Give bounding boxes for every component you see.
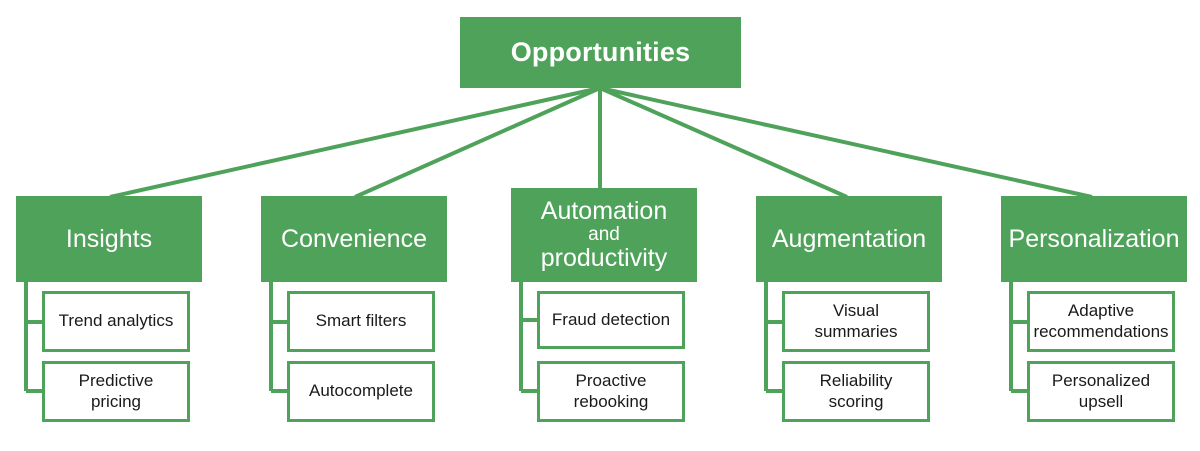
branch-node-convenience[interactable]: Convenience (261, 196, 447, 282)
leaf-node-proactive-rebooking[interactable]: Proactive rebooking (537, 361, 685, 422)
branch-node-personalization-label: Personalization (1008, 224, 1180, 253)
connector-root-to-insights (109, 86, 601, 199)
leaf-node-predictive-pricing[interactable]: Predictive pricing (42, 361, 190, 422)
leaf-node-trend-analytics-label: Trend analytics (58, 311, 174, 331)
leaf-node-adaptive-recommendations-label: Adaptive recommendations (1033, 301, 1169, 341)
leaf-node-visual-summaries-label: Visual summaries (814, 301, 898, 341)
leaf-node-proactive-rebooking-label: Proactive rebooking (573, 371, 649, 411)
root-node-opportunities[interactable]: Opportunities (460, 17, 741, 88)
branch-node-insights-label: Insights (65, 224, 153, 253)
leaf-node-fraud-detection[interactable]: Fraud detection (537, 291, 685, 349)
leaf-node-fraud-detection-label: Fraud detection (551, 309, 671, 329)
leaf-node-smart-filters-label: Smart filters (315, 311, 407, 331)
branch-node-augmentation[interactable]: Augmentation (756, 196, 942, 282)
connector-root-to-convenience (354, 86, 601, 199)
leaf-node-personalized-upsell[interactable]: Personalized upsell (1027, 361, 1175, 422)
leaf-node-personalized-upsell-label: Personalized upsell (1051, 371, 1151, 411)
leaf-node-visual-summaries[interactable]: Visual summaries (782, 291, 930, 352)
branch-node-augmentation-label: Augmentation (771, 224, 927, 253)
connector-root-to-personalization (599, 86, 1093, 199)
connector-root-to-augmentation (599, 86, 848, 199)
branch-node-automation-and-productivity-label: Automation and productivity (540, 197, 668, 273)
branch-node-personalization[interactable]: Personalization (1001, 196, 1187, 282)
leaf-node-autocomplete[interactable]: Autocomplete (287, 361, 435, 422)
leaf-node-reliability-scoring-label: Reliability scoring (819, 371, 893, 411)
leaf-node-predictive-pricing-label: Predictive pricing (78, 371, 154, 411)
leaf-node-autocomplete-label: Autocomplete (309, 381, 413, 401)
leaf-node-trend-analytics[interactable]: Trend analytics (42, 291, 190, 352)
root-node-label: Opportunities (510, 37, 691, 67)
branch-node-automation-and-productivity[interactable]: Automation and productivity (511, 188, 697, 282)
branch-node-convenience-label: Convenience (281, 224, 427, 253)
leaf-node-adaptive-recommendations[interactable]: Adaptive recommendations (1027, 291, 1175, 352)
leaf-node-reliability-scoring[interactable]: Reliability scoring (782, 361, 930, 422)
leaf-node-smart-filters[interactable]: Smart filters (287, 291, 435, 352)
branch-node-insights[interactable]: Insights (16, 196, 202, 282)
